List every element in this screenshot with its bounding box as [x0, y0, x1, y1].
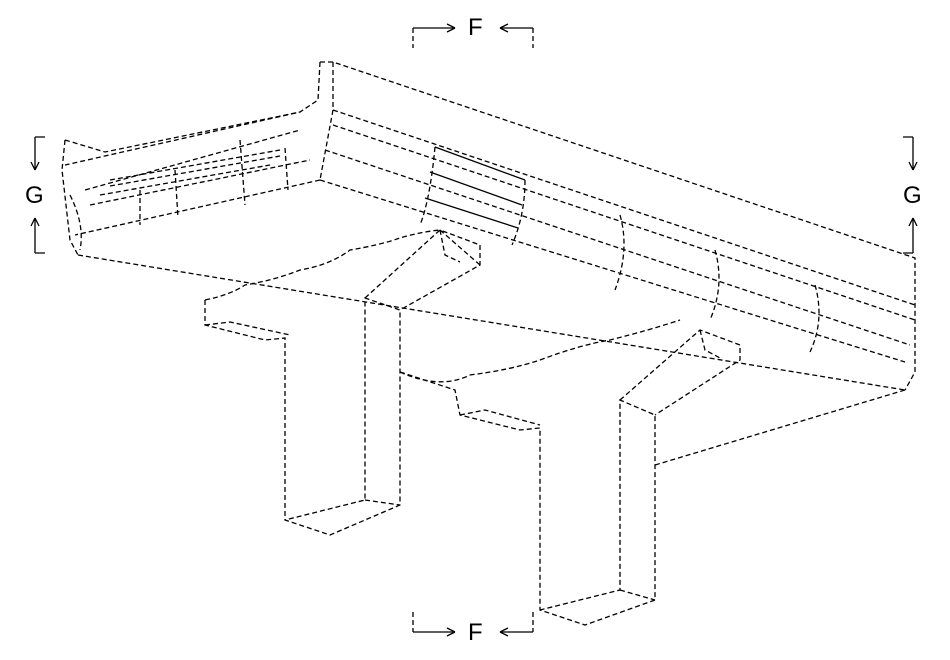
break-line: [204, 229, 681, 383]
left-pier: [204, 229, 481, 536]
section-label-top: F: [468, 14, 483, 41]
section-label-left: G: [25, 182, 44, 209]
section-label-right: G: [903, 182, 922, 209]
highlighted-panel: [419, 146, 526, 246]
deck: [61, 61, 916, 391]
right-pier: [399, 329, 906, 626]
section-label-bottom: F: [468, 619, 483, 646]
section-markers: [30, 23, 918, 637]
